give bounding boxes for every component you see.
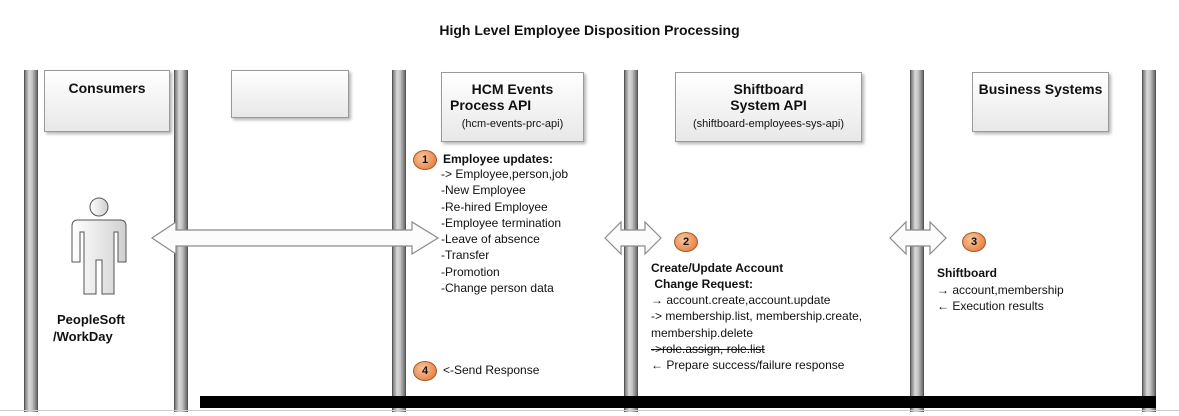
header-business-label: Business Systems	[978, 81, 1103, 97]
step-1-list: -> Employee,person,job -New Employee-Re-h…	[441, 166, 568, 296]
person-icon	[71, 197, 127, 295]
step-4-badge: 4	[413, 361, 437, 381]
double-arrow-hcm-shiftboard	[604, 220, 662, 256]
step-2-list: → account.create,account.update -> member…	[651, 292, 862, 373]
header-blank	[231, 70, 349, 118]
header-shiftboard: Shiftboard System API (shiftboard-employ…	[675, 72, 862, 142]
step-1-item: -> Employee,person,job	[441, 167, 569, 181]
step-3-list: → account,membership ← Execution results	[937, 282, 1064, 315]
header-shiftboard-sub: (shiftboard-employees-sys-api)	[693, 118, 844, 130]
step-3-item: → account,membership	[937, 283, 1064, 297]
timeline-bar	[200, 396, 1156, 408]
step-1-item: -Promotion	[441, 264, 500, 279]
bottom-divider	[0, 410, 1179, 411]
step-1-heading: Employee updates:	[443, 152, 554, 166]
header-shiftboard-line2: System API	[730, 97, 807, 113]
step-3-heading: Shiftboard	[937, 266, 997, 280]
step-2-item: ← Prepare success/failure response	[651, 358, 845, 373]
diagram-title: High Level Employee Disposition Processi…	[439, 22, 740, 38]
step-1-item: -New Employee	[441, 183, 526, 198]
header-hcm-sub: (hcm-events-prc-api)	[461, 118, 564, 130]
consumer-label-line1: PeopleSoft	[57, 312, 125, 327]
header-hcm-line2: Process API	[450, 97, 532, 113]
step-4-text: <-Send Response	[443, 363, 540, 377]
lifeline-business	[1142, 70, 1156, 412]
consumer-label-line2: /WorkDay	[53, 329, 113, 344]
step-2-item: → account.create,account.update	[651, 293, 831, 307]
double-arrow-shiftboard-business	[889, 220, 947, 256]
header-consumers: Consumers	[44, 70, 170, 132]
header-consumers-label: Consumers	[68, 80, 146, 96]
step-1-item: -Transfer	[441, 248, 490, 263]
step-1-item: -Leave of absence	[441, 232, 540, 247]
header-business: Business Systems	[972, 72, 1109, 132]
header-shiftboard-line1: Shiftboard	[733, 81, 804, 97]
step-3-item: ← Execution results	[937, 299, 1044, 314]
header-hcm-line1: HCM Events	[471, 81, 554, 97]
step-2-struck-item: ->role.assign, role.list	[651, 341, 765, 356]
step-1-item: -Employee termination	[441, 215, 562, 230]
step-1-item: -Change person data	[441, 281, 554, 296]
lifeline-consumers-left	[24, 70, 38, 412]
step-2-heading-1: Create/Update Account	[651, 261, 784, 275]
step-2-item: membership.delete	[651, 325, 754, 340]
step-1-item: -Re-hired Employee	[441, 199, 548, 214]
step-2-item: -> membership.list, membership.create,	[651, 309, 863, 324]
step-1-badge: 1	[413, 150, 437, 170]
double-arrow-consumers-hcm	[150, 220, 440, 256]
step-2-heading-2: Change Request:	[651, 277, 754, 291]
header-hcm: HCM Events Process API (hcm-events-prc-a…	[441, 72, 584, 142]
step-2-badge: 2	[674, 232, 698, 252]
step-3-badge: 3	[962, 232, 986, 252]
